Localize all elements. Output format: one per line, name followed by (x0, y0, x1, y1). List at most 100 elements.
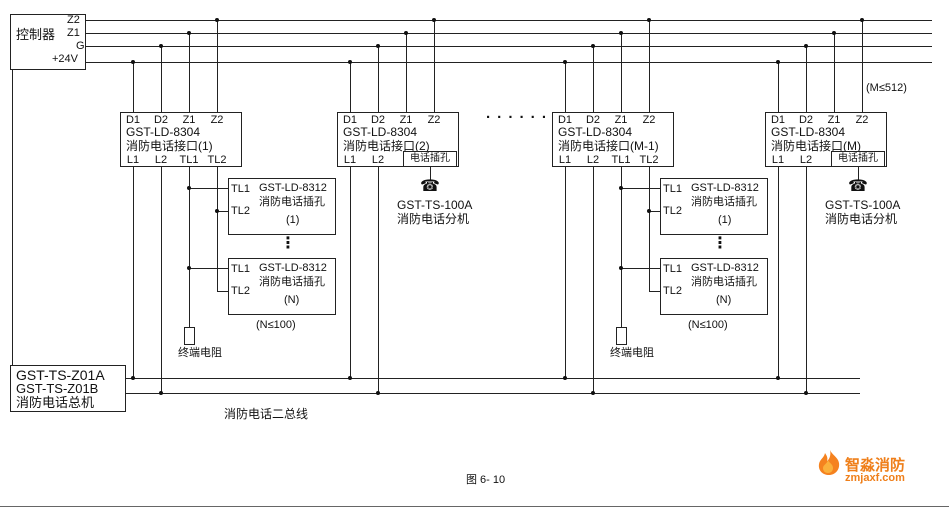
extension-1-model: GST-TS-100A (397, 198, 473, 212)
jack-1-last-model: GST-LD-8312 (259, 262, 327, 274)
interface-4-terminal-z1: Z1 (827, 114, 841, 126)
wire (649, 211, 660, 212)
jack-2-first-model: GST-LD-8312 (691, 182, 759, 194)
wire (593, 46, 594, 112)
jack-1-last-name: 消防电话插孔 (259, 276, 325, 288)
interface-2-terminal-z1: Z1 (399, 114, 413, 126)
vertical-ellipsis: ⋮ (712, 235, 728, 252)
jack-2-last-tl1: TL1 (663, 263, 682, 275)
wire (406, 33, 407, 112)
m-limit-label: (M≤512) (866, 82, 907, 94)
wire (621, 268, 660, 269)
bus-g-wire (86, 46, 932, 47)
jack-1-first-name: 消防电话插孔 (259, 196, 325, 208)
interface-3-terminal-tl2: TL2 (639, 154, 659, 166)
junction-dot (619, 266, 623, 270)
interface-2-terminal-d1: D1 (342, 114, 358, 126)
junction-dot (804, 391, 808, 395)
wire (350, 167, 351, 378)
jack-1-last-box (228, 258, 336, 315)
wire (161, 46, 162, 112)
phone-jack-port-box: 电话插孔 (831, 151, 885, 167)
jack-1-first-model: GST-LD-8312 (259, 182, 327, 194)
bus-z1-wire (86, 33, 932, 34)
interface-1-terminal-z2: Z2 (210, 114, 224, 126)
interface-3-terminal-l1: L1 (558, 154, 572, 166)
junction-dot (348, 376, 352, 380)
junction-dot (131, 60, 135, 64)
junction-dot (131, 376, 135, 380)
interface-2-model: GST-LD-8304 (343, 125, 418, 139)
wire (834, 33, 835, 112)
junction-dot (159, 391, 163, 395)
jack-2-first-tl2: TL2 (663, 205, 682, 217)
telephone-icon: ☎ (848, 178, 868, 195)
junction-dot (563, 60, 567, 64)
phone-bus-label: 消防电话二总线 (224, 407, 309, 421)
controller-label: 控制器 (16, 27, 56, 42)
interface-4-terminal-z2: Z2 (855, 114, 869, 126)
wire (133, 167, 134, 378)
jack-1-n-limit: (N≤100) (256, 319, 296, 331)
terminal-label-z1: Z1 (67, 27, 80, 39)
junction-dot (776, 60, 780, 64)
jack-2-last-name: 消防电话插孔 (691, 276, 757, 288)
jack-2-last-model: GST-LD-8312 (691, 262, 759, 274)
jack-2-first-tl1: TL1 (663, 183, 682, 195)
wire (133, 62, 134, 112)
interface-3-terminal-z2: Z2 (642, 114, 656, 126)
jack-1-last-tl1: TL1 (231, 263, 250, 275)
jack-2-last-box (660, 258, 768, 315)
watermark-url: zmjaxf.com (845, 472, 905, 484)
jack-2-last-index: (N) (716, 294, 732, 306)
phone-main-unit-name: 消防电话总机 (16, 395, 95, 410)
wire (350, 62, 351, 112)
wire (565, 62, 566, 112)
interface-1-model: GST-LD-8304 (126, 125, 201, 139)
interface-3-box (552, 112, 674, 167)
wire (189, 268, 228, 269)
terminal-label-24v: +24V (52, 53, 78, 65)
wire (217, 167, 218, 291)
terminal-resistor-label: 终端电阻 (610, 347, 654, 359)
wire (806, 167, 807, 393)
interface-1-terminal-d1: D1 (125, 114, 141, 126)
horizontal-ellipsis: · · · · · · (486, 109, 548, 126)
wire (621, 33, 622, 112)
interface-1-terminal-z1: Z1 (182, 114, 196, 126)
phone-main-unit-box (10, 365, 126, 412)
terminal-label-g: G (76, 40, 85, 52)
junction-dot (404, 31, 408, 35)
jack-2-last-tl2: TL2 (663, 285, 682, 297)
jack-2-n-limit: (N≤100) (688, 319, 728, 331)
wire (161, 167, 162, 393)
interface-3-terminal-d2: D2 (585, 114, 601, 126)
junction-dot (187, 186, 191, 190)
jack-1-first-index: (1) (286, 214, 300, 226)
wire (649, 291, 660, 292)
junction-dot (776, 376, 780, 380)
interface-4-terminal-d2: D2 (798, 114, 814, 126)
interface-3-terminal-l2: L2 (586, 154, 600, 166)
interface-4-name: 消防电话接口(M) (771, 139, 861, 153)
flame-logo-icon (818, 450, 840, 475)
figure-caption: 图 6- 10 (466, 474, 506, 486)
junction-dot (591, 44, 595, 48)
wire (189, 33, 190, 112)
junction-dot (376, 391, 380, 395)
phone-jack-port-box: 电话插孔 (403, 151, 457, 167)
wire (806, 46, 807, 112)
wire (189, 167, 190, 327)
interface-1-terminal-tl2: TL2 (207, 154, 227, 166)
interface-2-terminal-d2: D2 (370, 114, 386, 126)
junction-dot (860, 18, 864, 22)
junction-dot (215, 209, 219, 213)
jack-1-last-index: (N) (284, 294, 300, 306)
terminal-label-z2: Z2 (67, 14, 80, 26)
wire (649, 167, 650, 291)
junction-dot (832, 31, 836, 35)
terminal-resistor (616, 327, 627, 345)
wire (593, 167, 594, 393)
junction-dot (619, 31, 623, 35)
junction-dot (187, 31, 191, 35)
